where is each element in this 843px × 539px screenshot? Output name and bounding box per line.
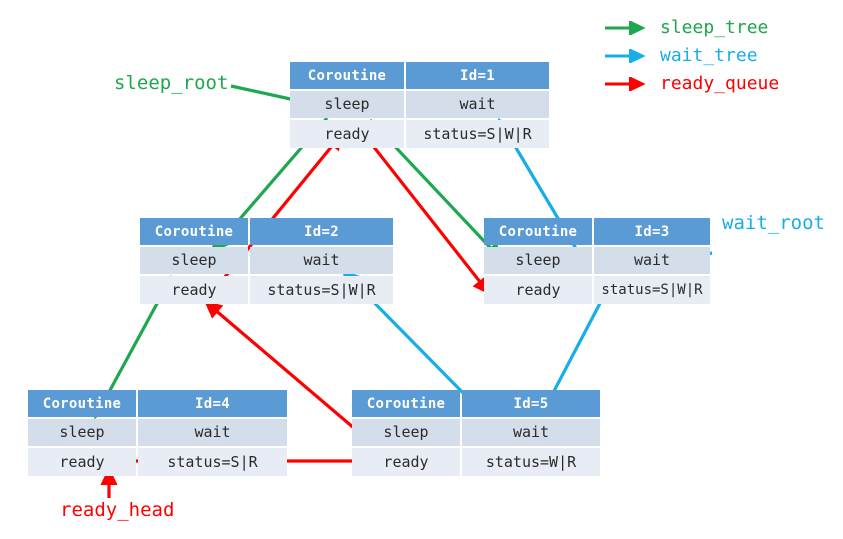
coroutine-table-1: Coroutine Id=1 sleep wait ready status=S…	[290, 62, 549, 148]
legend-item-sleep-tree: sleep_tree	[604, 17, 768, 38]
table-4-header-coroutine: Coroutine	[28, 390, 136, 417]
table-3-header-id: Id=3	[594, 218, 710, 245]
label-ready-head: ready_head	[60, 499, 175, 521]
table-5-cell-wait: wait	[462, 419, 600, 446]
table-4-cell-status: status=S|R	[138, 448, 287, 476]
table-4-cell-wait: wait	[138, 419, 287, 446]
coroutine-table-3: Coroutine Id=3 sleep wait ready status=S…	[484, 218, 710, 304]
table-2-cell-wait: wait	[250, 247, 393, 274]
table-1-cell-wait: wait	[406, 91, 549, 118]
table-5-header-id: Id=5	[462, 390, 600, 417]
table-3-header-coroutine: Coroutine	[484, 218, 592, 245]
table-4-cell-sleep: sleep	[28, 419, 136, 446]
label-wait-root: wait_root	[722, 212, 825, 234]
legend-item-ready-queue: ready_queue	[604, 73, 779, 94]
table-1-cell-status: status=S|W|R	[406, 120, 549, 148]
table-1-header-id: Id=1	[406, 62, 549, 89]
table-3-cell-wait: wait	[594, 247, 710, 274]
table-3-cell-status: status=S|W|R	[594, 276, 710, 304]
table-2-cell-status: status=S|W|R	[250, 276, 393, 304]
table-3-cell-sleep: sleep	[484, 247, 592, 274]
table-2-cell-ready: ready	[140, 276, 248, 304]
table-5-cell-sleep: sleep	[352, 419, 460, 446]
legend-label-sleep-tree: sleep_tree	[660, 17, 769, 38]
table-5-header-coroutine: Coroutine	[352, 390, 460, 417]
table-2-header-coroutine: Coroutine	[140, 218, 248, 245]
legend-item-wait-tree: wait_tree	[604, 45, 758, 66]
legend-label-wait-tree: wait_tree	[660, 45, 758, 66]
table-2-cell-sleep: sleep	[140, 247, 248, 274]
table-5-cell-ready: ready	[352, 448, 460, 476]
coroutine-table-2: Coroutine Id=2 sleep wait ready status=S…	[140, 218, 393, 304]
table-1-header-coroutine: Coroutine	[290, 62, 404, 89]
coroutine-table-5: Coroutine Id=5 sleep wait ready status=W…	[352, 390, 600, 476]
table-2-header-id: Id=2	[250, 218, 393, 245]
legend-arrow-green-icon	[605, 20, 646, 35]
table-4-header-id: Id=4	[138, 390, 287, 417]
table-3-cell-ready: ready	[484, 276, 592, 304]
legend-label-ready-queue: ready_queue	[660, 73, 780, 94]
legend-arrow-red-icon	[605, 76, 646, 91]
table-1-cell-sleep: sleep	[290, 91, 404, 118]
table-5-cell-status: status=W|R	[462, 448, 600, 476]
legend-arrow-blue-icon	[605, 48, 646, 63]
label-sleep-root: sleep_root	[114, 72, 229, 94]
table-1-cell-ready: ready	[290, 120, 404, 148]
coroutine-table-4: Coroutine Id=4 sleep wait ready status=S…	[28, 390, 287, 476]
table-4-cell-ready: ready	[28, 448, 136, 476]
